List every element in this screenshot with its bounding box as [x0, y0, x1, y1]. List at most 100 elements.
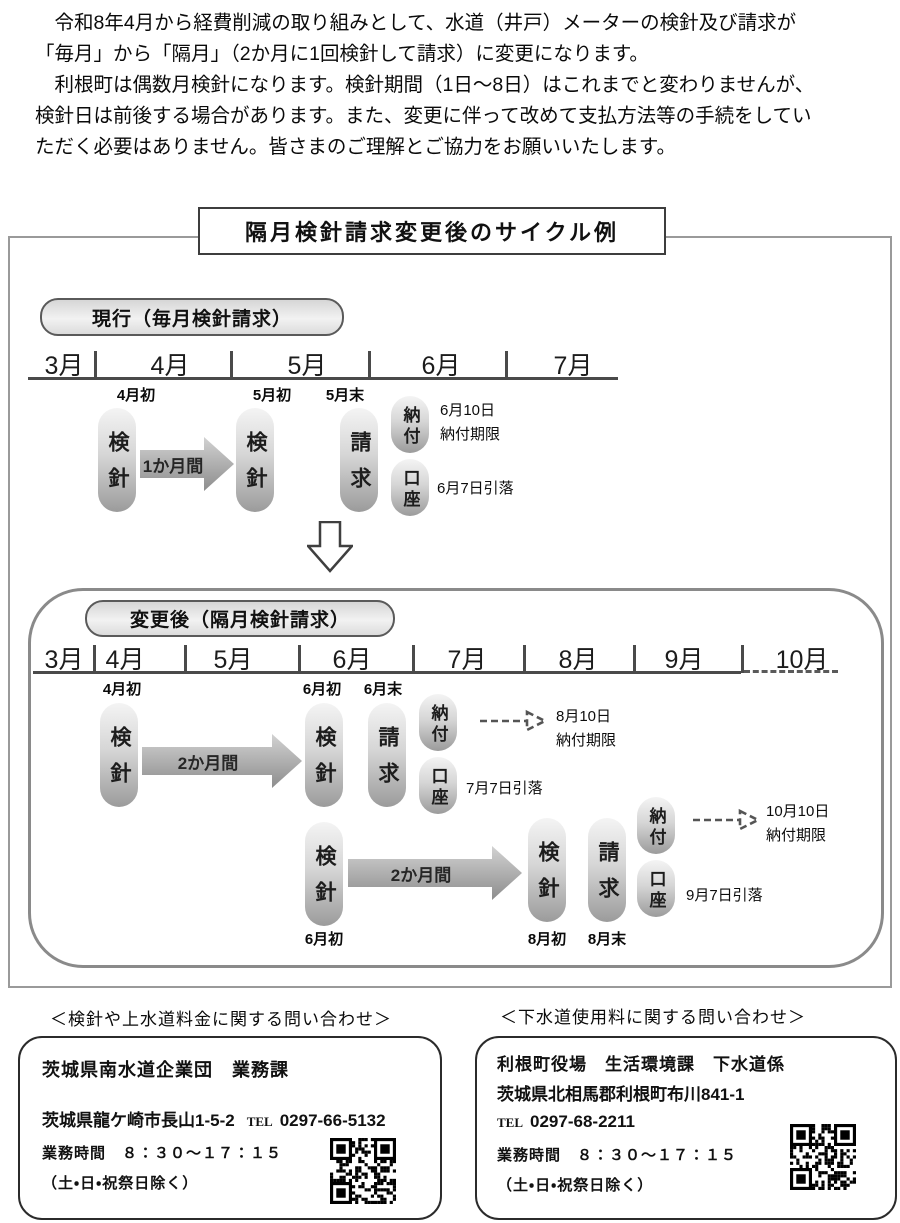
timeline-tick — [368, 351, 371, 379]
dashed-arrow-icon — [480, 709, 548, 733]
contact-heading-water: ＜検針や上水道料金に関する問い合わせ＞ — [50, 1010, 392, 1029]
month-label: 5月 — [213, 646, 253, 674]
timeline-mark: 6月末 — [363, 681, 403, 698]
month-label: 10月 — [775, 646, 829, 674]
pill-label: 請求 — [596, 841, 619, 913]
debit-label: 6月7日引落 — [437, 480, 514, 497]
timeline-mark: 6月初 — [304, 931, 344, 948]
pill-label: 納付 — [400, 405, 420, 448]
pill-label: 検針 — [108, 726, 131, 798]
pill-label: 検針 — [244, 431, 267, 503]
month-label: 6月 — [421, 352, 461, 380]
tel-label: TEL — [246, 1114, 273, 1129]
pill-label: 口座 — [646, 869, 666, 912]
duration-arrow-label: 1か月間 — [142, 456, 204, 476]
address: 茨城県龍ケ崎市長山1-5-2 — [42, 1111, 235, 1130]
pill-label: 検針 — [313, 845, 336, 917]
month-label: 3月 — [44, 352, 84, 380]
pill-label: 請求 — [376, 726, 399, 798]
timeline-line — [28, 377, 618, 380]
tel-number: 0297-66-5132 — [279, 1111, 386, 1130]
month-label: 7月 — [553, 352, 593, 380]
tel-number: 0297-68-2211 — [530, 1112, 635, 1131]
pill-label: 納付 — [646, 806, 666, 849]
debit-label: 7月7日引落 — [466, 780, 543, 797]
nofu-pill: 納付 — [391, 396, 429, 453]
dashed-arrow-icon — [693, 808, 761, 832]
down-arrow-icon — [307, 521, 353, 573]
seikyu-pill: 請求 — [368, 703, 406, 807]
due-deadline-label: 納付期限 — [440, 426, 501, 443]
pill-label: 検針 — [313, 726, 336, 798]
timeline-mark: 8月末 — [587, 931, 627, 948]
month-label: 4月 — [105, 646, 145, 674]
koza-pill: 口座 — [391, 459, 429, 516]
intro-line: 利根町は偶数月検針になります。検針期間（1日～8日）はこれまでと変わりませんが、 — [35, 74, 815, 96]
due-date-label: 6月10日 — [440, 402, 496, 419]
tel-label: TEL — [497, 1115, 524, 1130]
qr-code — [330, 1138, 396, 1204]
timeline-tick — [523, 645, 526, 673]
month-label: 4月 — [150, 352, 190, 380]
after-section-header: 変更後（隔月検針請求） — [85, 600, 395, 637]
kenshin-pill: 検針 — [98, 408, 136, 512]
current-section-header: 現行（毎月検針請求） — [40, 298, 344, 336]
due-date-label: 10月10日 — [766, 803, 830, 820]
kenshin-pill: 検針 — [305, 703, 343, 807]
timeline-tick — [633, 645, 636, 673]
timeline-mark: 6月初 — [302, 681, 342, 698]
org-name: 利根町役場 生活環境課 下水道係 — [497, 1055, 785, 1074]
timeline-mark: 4月初 — [102, 681, 142, 698]
business-hours: 業務時間 ８：３０～１７：１５ — [42, 1145, 283, 1162]
timeline-tick — [184, 645, 187, 673]
nofu-pill: 納付 — [419, 694, 457, 751]
timeline-mark: 5月初 — [252, 387, 292, 404]
pill-label: 検針 — [536, 841, 559, 913]
month-label: 3月 — [44, 646, 84, 674]
timeline-tick — [412, 645, 415, 673]
timeline-tick — [94, 351, 97, 379]
business-hours: 業務時間 ８：３０～１７：１５ — [497, 1147, 738, 1164]
timeline-mark: 8月初 — [527, 931, 567, 948]
duration-arrow-label: 2か月間 — [177, 753, 239, 773]
pill-label: 口座 — [428, 766, 448, 809]
due-date-label: 8月10日 — [556, 708, 612, 725]
closed-note: （土・日・祝祭日除く） — [42, 1175, 199, 1192]
intro-line: 検針日は前後する場合があります。また、変更に伴って改めて支払方法等の手続をしてい — [35, 105, 812, 127]
month-label: 9月 — [664, 646, 704, 674]
nofu-pill: 納付 — [637, 797, 675, 854]
month-label: 8月 — [558, 646, 598, 674]
org-name: 茨城県南水道企業団 業務課 — [42, 1060, 289, 1080]
pill-label: 請求 — [348, 431, 371, 503]
contact-box-water: 茨城県南水道企業団 業務課 茨城県龍ケ崎市長山1-5-2 TEL 0297-66-5… — [18, 1036, 442, 1220]
month-label: 6月 — [332, 646, 372, 674]
month-label: 7月 — [447, 646, 487, 674]
contact-box-sewer: 利根町役場 生活環境課 下水道係 茨城県北相馬郡利根町布川841-1 TEL 02… — [475, 1036, 897, 1220]
address: 茨城県北相馬郡利根町布川841-1 — [497, 1085, 745, 1104]
cycle-title: 隔月検針請求変更後のサイクル例 — [198, 207, 666, 255]
closed-note: （土・日・祝祭日除く） — [497, 1177, 654, 1194]
address-line: 茨城県北相馬郡利根町布川841-1 — [497, 1080, 744, 1105]
timeline-mark: 5月末 — [325, 387, 365, 404]
contact-heading-sewer: ＜下水道使用料に関する問い合わせ＞ — [500, 1008, 806, 1027]
intro-line: ただく必要はありません。皆さまのご理解とご協力をお願いいたします。 — [35, 136, 676, 158]
intro-line: 「毎月」から「隔月」（2か月に1回検針して請求）に変更になります。 — [35, 43, 649, 65]
timeline-tick — [93, 645, 96, 673]
after-section-frame — [28, 588, 884, 968]
kenshin-pill: 検針 — [100, 703, 138, 807]
seikyu-pill: 請求 — [588, 818, 626, 922]
due-deadline-label: 納付期限 — [556, 732, 617, 749]
timeline-tick — [230, 351, 233, 379]
timeline-line — [33, 671, 741, 674]
tel-line: TEL 0297-68-2211 — [497, 1112, 635, 1132]
timeline-tick — [298, 645, 301, 673]
kenshin-pill: 検針 — [305, 822, 343, 926]
seikyu-pill: 請求 — [340, 408, 378, 512]
pill-label: 検針 — [106, 431, 129, 503]
intro-line: 令和8年4月から経費削減の取り組みとして、水道（井戸）メーターの検針及び請求が — [35, 12, 797, 34]
koza-pill: 口座 — [419, 757, 457, 814]
debit-label: 9月7日引落 — [686, 887, 763, 904]
timeline-mark: 4月初 — [116, 387, 156, 404]
month-label: 5月 — [287, 352, 327, 380]
